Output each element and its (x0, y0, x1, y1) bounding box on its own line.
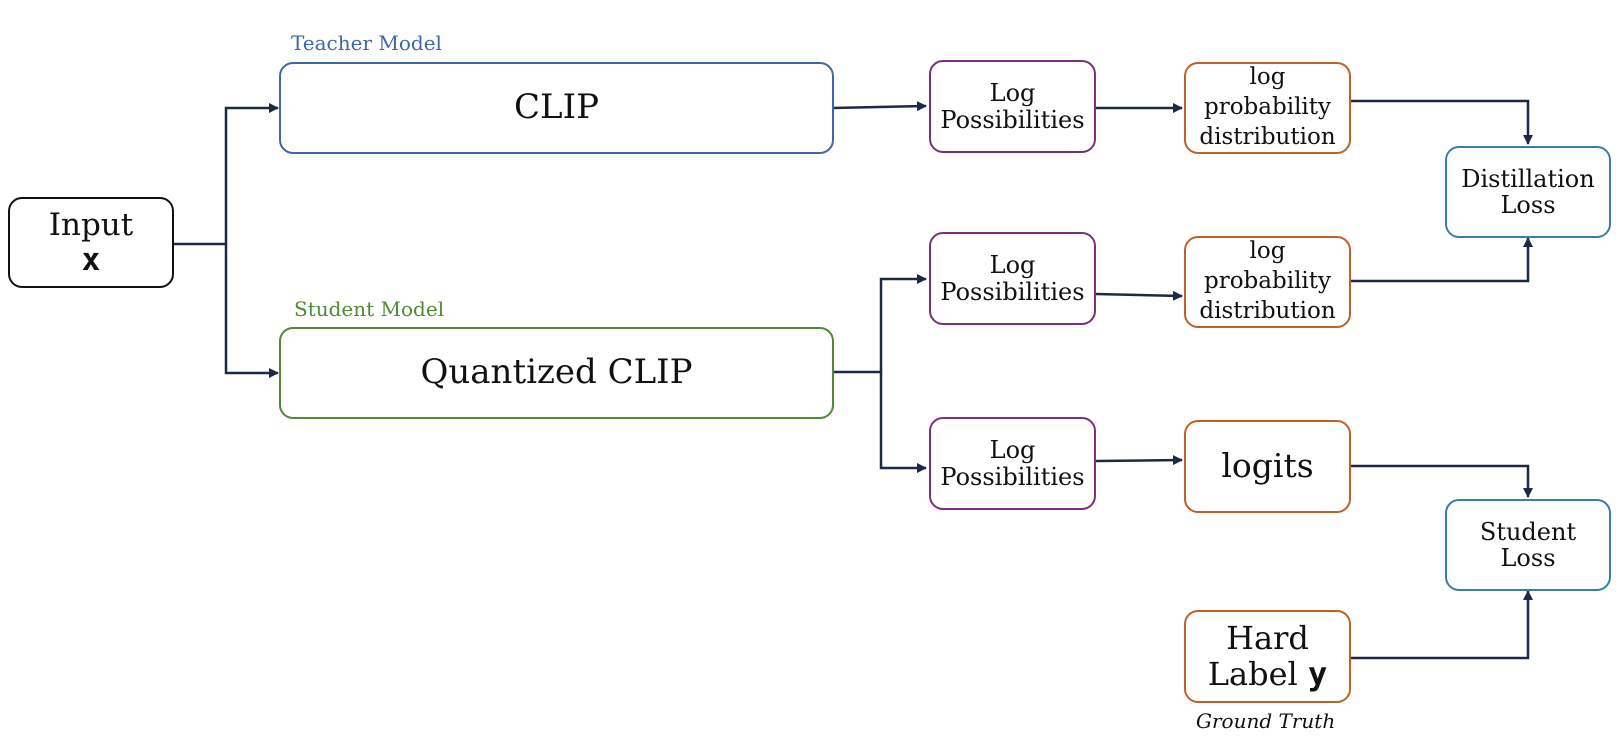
logits-node: logits (1184, 420, 1351, 513)
log-possibilities-student-top-node: Log Possibilities (929, 232, 1096, 325)
log-prob-dist-teacher-line1: log (1249, 64, 1286, 91)
teacher-model-label: Teacher Model (291, 31, 442, 55)
clip-node: CLIP (279, 62, 834, 154)
log-prob-dist-teacher-line2: probability (1203, 94, 1332, 121)
arrow-logits-to-student-loss (1350, 464, 1533, 498)
log-prob-dist-student-line2: probability (1203, 268, 1332, 295)
clip-label: CLIP (514, 87, 599, 128)
arrow-input-to-clip (174, 103, 279, 246)
student-loss-line1: Student (1479, 517, 1577, 546)
hard-label-line2: Label y (1207, 654, 1328, 693)
arrow-quantized-to-logposs-bottom (879, 372, 927, 473)
log-possibilities-teacher-line2: Possibilities (940, 105, 1085, 134)
log-possibilities-student-bottom-line1: Log (989, 436, 1036, 465)
ground-truth-label: Ground Truth (1196, 709, 1336, 733)
hard-label-word: Label (1207, 654, 1298, 693)
quantized-clip-node: Quantized CLIP (279, 327, 834, 419)
hard-label-variable: y (1307, 654, 1328, 693)
arrow-student-logposs-to-logprob (1095, 290, 1183, 301)
log-possibilities-teacher-line1: Log (989, 79, 1036, 108)
student-loss-line2: Loss (1500, 544, 1556, 572)
arrow-quantized-to-logposs-top (833, 274, 927, 374)
log-prob-dist-student-node: log probability distribution (1184, 236, 1351, 328)
log-prob-dist-student-line1: log (1249, 238, 1286, 265)
arrow-hardlabel-to-student-loss (1350, 590, 1533, 660)
distillation-loss-line1: Distillation (1461, 164, 1595, 193)
log-possibilities-teacher-node: Log Possibilities (929, 60, 1096, 153)
distillation-loss-node: Distillation Loss (1445, 146, 1611, 238)
arrow-logposs-to-logits (1095, 455, 1183, 466)
student-loss-node: Student Loss (1445, 499, 1611, 591)
quantized-clip-label: Quantized CLIP (420, 352, 693, 393)
log-prob-dist-student-line3: distribution (1199, 297, 1336, 324)
arrow-clip-to-logposs (832, 101, 927, 112)
hard-label-node: Hard Label y (1184, 610, 1351, 703)
log-prob-dist-teacher-node: log probability distribution (1184, 62, 1351, 154)
input-node: Input x (8, 197, 174, 288)
log-prob-dist-teacher-line3: distribution (1199, 123, 1336, 150)
arrow-teacher-logprob-to-distillation (1350, 99, 1533, 145)
logits-label: logits (1221, 446, 1314, 486)
input-label: Input (48, 207, 134, 244)
arrow-student-logprob-to-distillation (1350, 237, 1533, 283)
log-possibilities-student-bottom-node: Log Possibilities (929, 417, 1096, 510)
input-variable: x (81, 241, 101, 278)
arrow-input-to-quantized-clip (224, 244, 279, 378)
log-possibilities-student-top-line1: Log (989, 251, 1036, 280)
distillation-loss-line2: Loss (1500, 191, 1556, 219)
hard-label-line1: Hard (1226, 619, 1309, 658)
log-possibilities-student-bottom-line2: Possibilities (940, 462, 1085, 491)
student-model-label: Student Model (294, 297, 445, 321)
log-possibilities-student-top-line2: Possibilities (940, 277, 1085, 306)
